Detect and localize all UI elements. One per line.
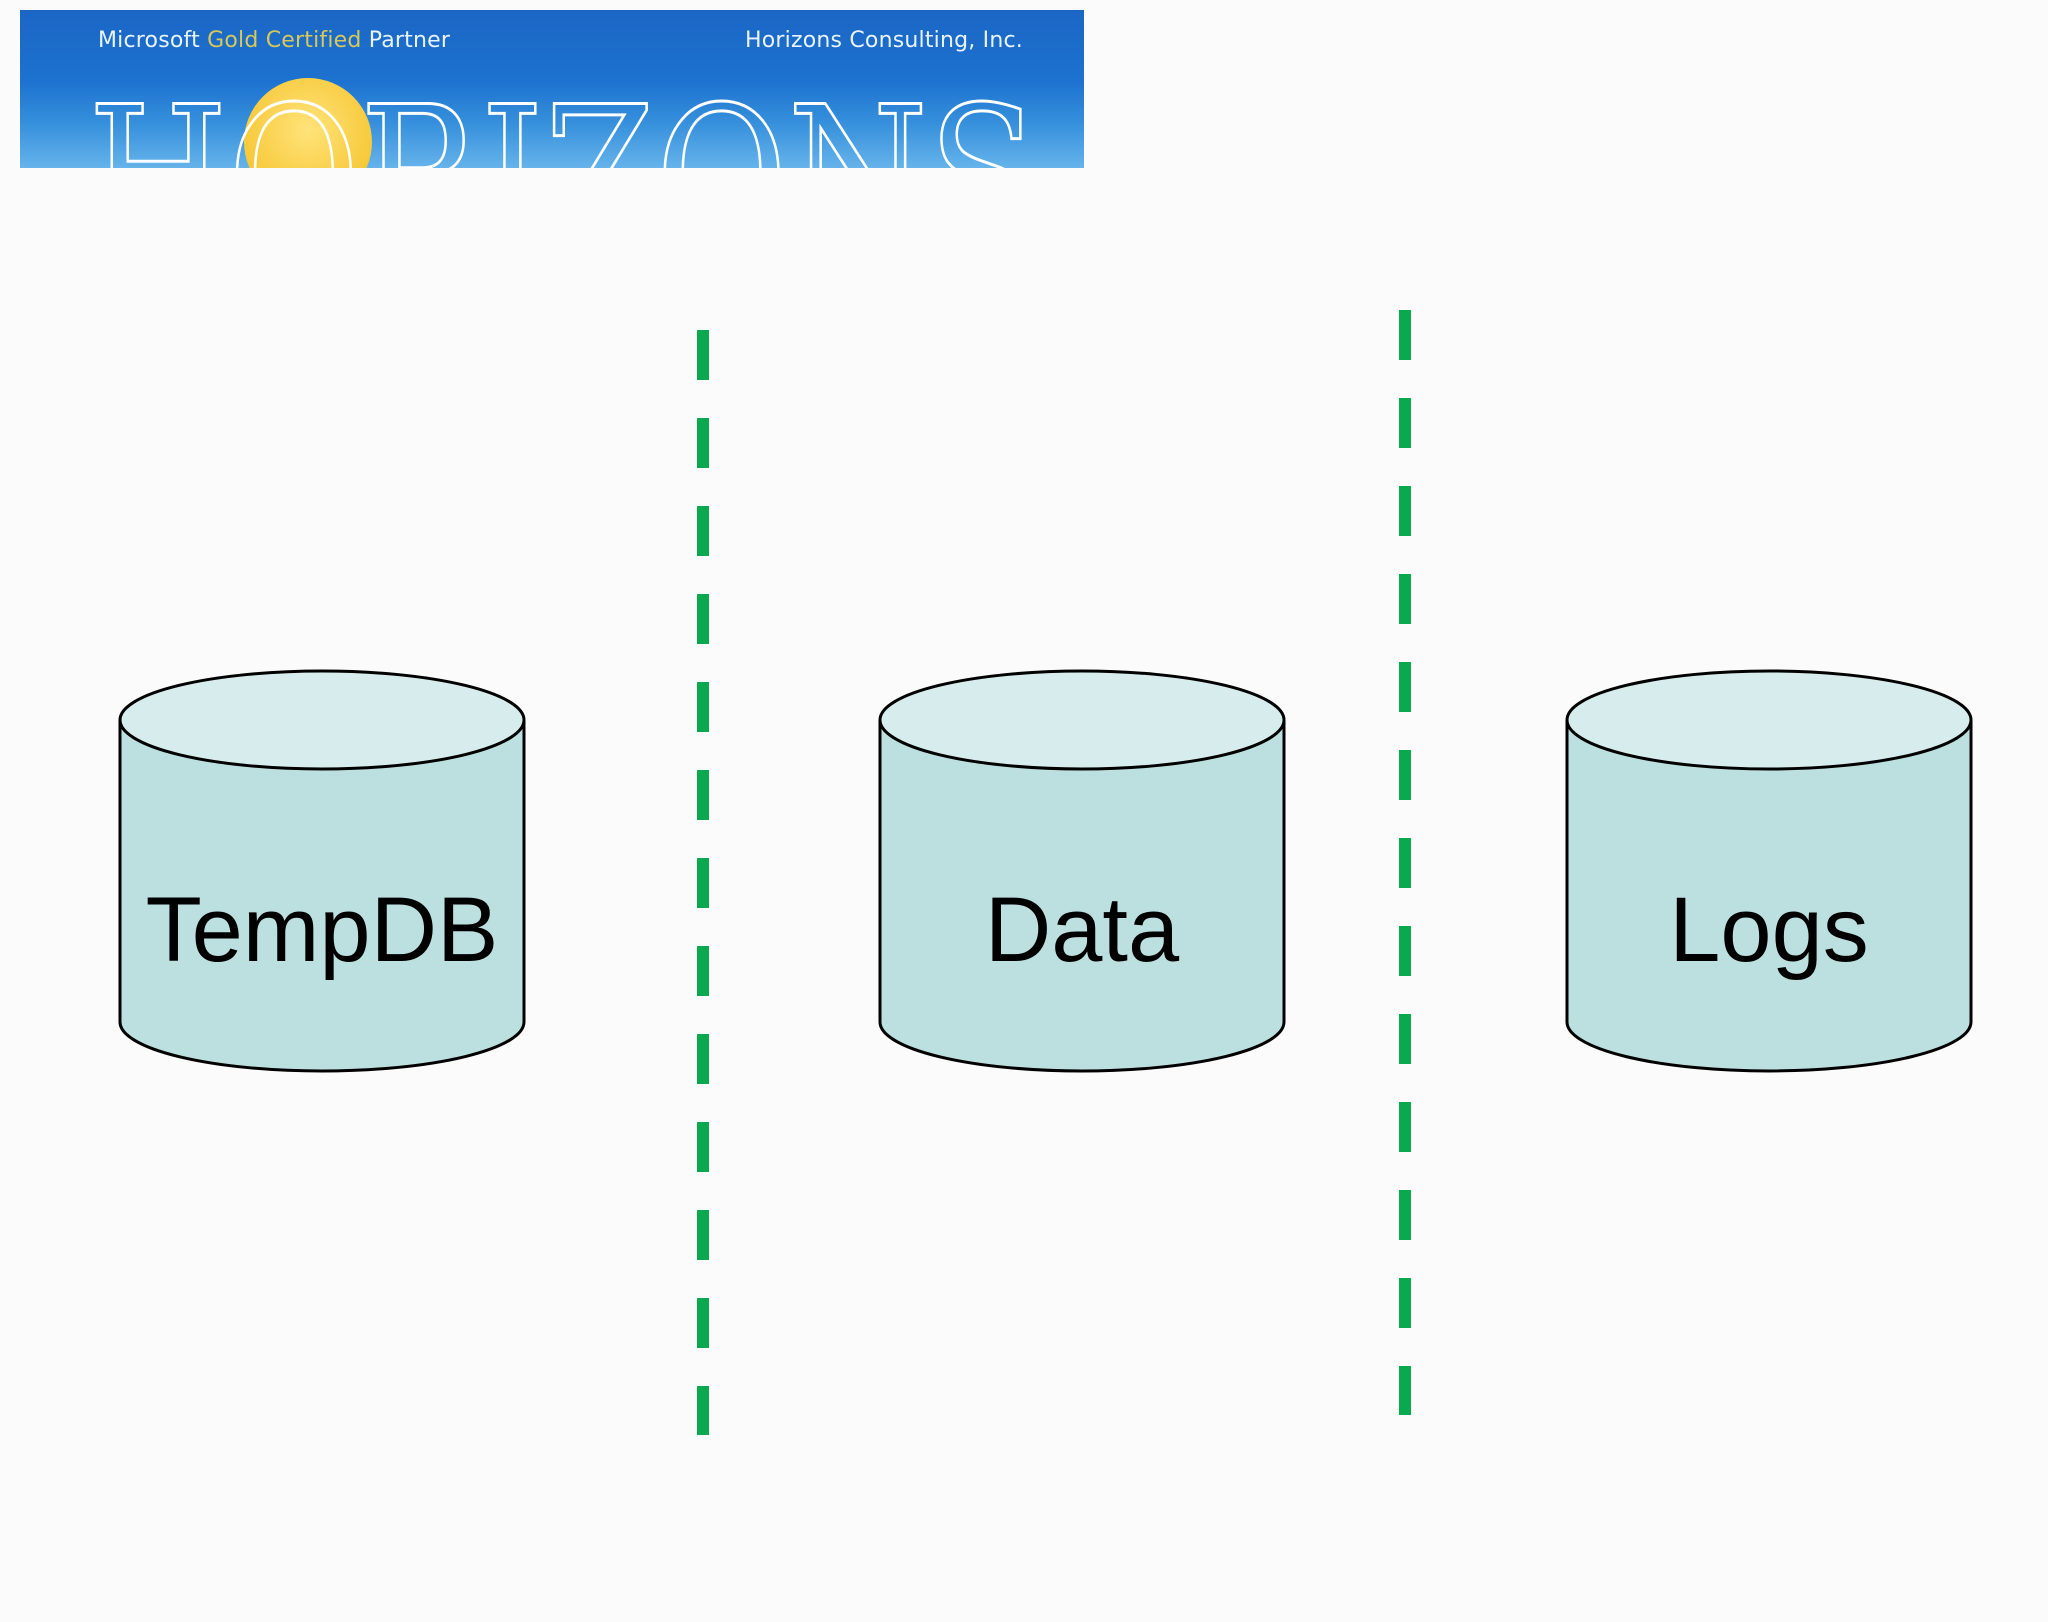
company-name: Horizons Consulting, Inc.	[745, 28, 1024, 53]
partner-prefix: Microsoft	[98, 28, 200, 53]
horizons-logo: HORIZONS	[87, 70, 1040, 168]
banner: Microsoft Gold Certified Partner Horizon…	[20, 10, 1084, 168]
sun-icon	[244, 78, 372, 168]
partner-suffix: Partner	[368, 28, 451, 53]
logs-cylinder	[1565, 669, 1973, 1073]
partner-tagline: Microsoft Gold Certified Partner	[98, 28, 450, 53]
partner-highlight: Gold Certified	[207, 28, 362, 53]
logo-wordmark: HORIZONS	[88, 70, 1038, 168]
data-cylinder	[878, 669, 1286, 1073]
data-label: Data	[984, 879, 1180, 981]
logs-label: Logs	[1669, 879, 1869, 981]
tempdb-cylinder	[118, 669, 526, 1073]
tempdb-label: TempDB	[145, 879, 499, 981]
